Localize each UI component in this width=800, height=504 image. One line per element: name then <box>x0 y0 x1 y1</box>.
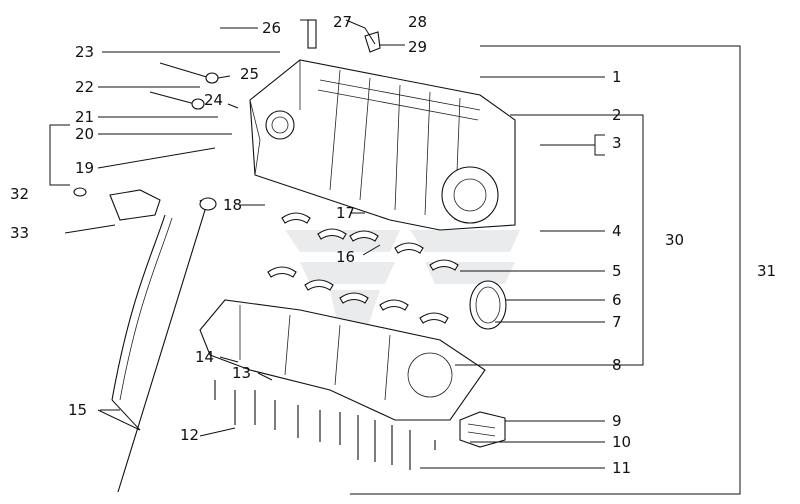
bolt-row <box>214 380 436 470</box>
dipstick <box>111 197 217 493</box>
callout-29: 29 <box>408 38 427 56</box>
callout-33: 33 <box>10 224 29 242</box>
callout-1: 1 <box>612 68 622 86</box>
callout-9: 9 <box>612 412 622 430</box>
callout-2: 2 <box>612 106 622 124</box>
callout-19: 19 <box>75 159 94 177</box>
callout-30: 30 <box>665 231 684 249</box>
long-bolts <box>149 62 219 110</box>
callout-15: 15 <box>68 401 87 419</box>
callout-26: 26 <box>262 19 281 37</box>
callout-12: 12 <box>180 426 199 444</box>
oil-pump <box>459 411 506 448</box>
callout-25: 25 <box>240 65 259 83</box>
cylinder-block <box>249 59 516 231</box>
callout-3: 3 <box>612 134 622 152</box>
callout-13: 13 <box>232 364 251 382</box>
callout-32: 32 <box>10 185 29 203</box>
callout-16: 16 <box>336 248 355 266</box>
callout-8: 8 <box>612 356 622 374</box>
callout-27: 27 <box>333 13 352 31</box>
callout-24: 24 <box>204 91 223 109</box>
callout-6: 6 <box>612 291 622 309</box>
callout-21: 21 <box>75 108 94 126</box>
thermostat-housing <box>73 187 161 221</box>
callout-labels: 26 27 28 29 23 25 22 24 21 20 19 32 33 1… <box>10 13 776 477</box>
rear-seal <box>469 280 507 330</box>
callout-17: 17 <box>336 204 355 222</box>
callout-11: 11 <box>612 459 631 477</box>
callout-23: 23 <box>75 43 94 61</box>
callout-31: 31 <box>757 262 776 280</box>
callout-14: 14 <box>195 348 214 366</box>
callout-18: 18 <box>223 196 242 214</box>
callout-20: 20 <box>75 125 94 143</box>
leader-lines <box>64 19 605 469</box>
callout-10: 10 <box>612 433 631 451</box>
callout-7: 7 <box>612 313 622 331</box>
callout-22: 22 <box>75 78 94 96</box>
callout-4: 4 <box>612 222 622 240</box>
callout-5: 5 <box>612 262 622 280</box>
bearing-shells <box>267 212 459 324</box>
lower-crankcase <box>199 299 486 421</box>
callout-28: 28 <box>408 13 427 31</box>
